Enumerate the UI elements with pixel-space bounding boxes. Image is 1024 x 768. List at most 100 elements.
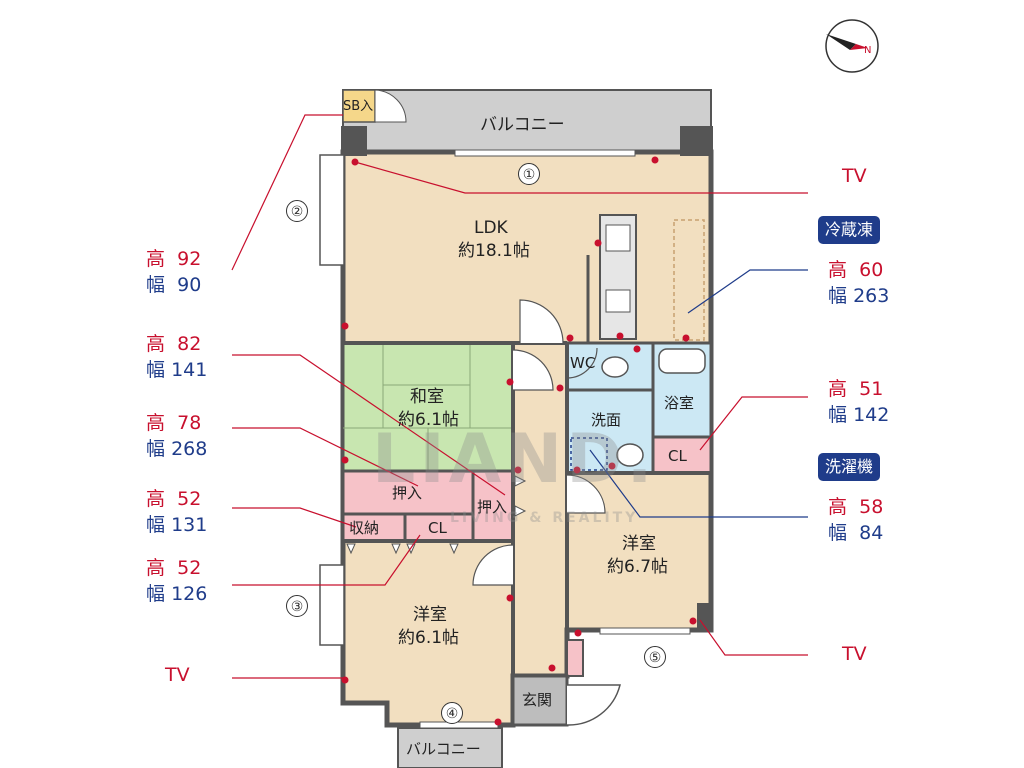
measure-4: 高 52 幅 131 <box>146 484 207 536</box>
width-value: 131 <box>171 514 208 536</box>
compass-icon <box>825 19 879 73</box>
ldk-size: 約18.1帖 <box>458 241 530 261</box>
window-right-bedroom <box>599 627 691 635</box>
door-bedroom-right <box>566 474 606 514</box>
width-label: 幅 <box>828 522 848 544</box>
height-value: 82 <box>177 333 202 355</box>
height-value: 92 <box>177 248 202 270</box>
wall-block <box>341 126 367 156</box>
ldk-name: LDK <box>474 218 508 238</box>
window-bottom <box>419 721 499 729</box>
tv-label-3: TV <box>842 643 867 665</box>
washitsu-name: 和室 <box>410 387 444 407</box>
measure-2: 高 82 幅 141 <box>146 329 207 381</box>
cl-right-label: CL <box>668 447 687 465</box>
closet-triangles <box>346 475 527 555</box>
height-label: 高 <box>146 248 166 270</box>
width-value: 84 <box>859 522 884 544</box>
width-label: 幅 <box>146 514 166 536</box>
measure-washer: 高 58 幅 84 <box>828 492 883 544</box>
yoshitsu-left-size: 約6.1帖 <box>398 628 460 648</box>
window-top <box>454 149 636 157</box>
height-label: 高 <box>828 496 848 518</box>
door-ldk <box>519 299 564 344</box>
marker-4: ④ <box>441 702 463 724</box>
bathroom-label: 浴室 <box>664 394 695 412</box>
height-value: 78 <box>177 412 202 434</box>
yoshitsu-right-name: 洋室 <box>622 534 656 554</box>
height-value: 58 <box>859 496 884 518</box>
fridge-badge: 冷蔵凍 <box>818 216 881 244</box>
oshiire2-label: 押入 <box>477 498 508 516</box>
door-wc <box>566 347 598 379</box>
marker-1: ① <box>518 163 540 185</box>
width-label: 幅 <box>828 404 848 426</box>
cl-left <box>403 512 475 543</box>
window-left-bedroom <box>319 564 345 646</box>
balcony-bottom-label: バルコニー <box>406 740 481 758</box>
stove <box>605 224 631 252</box>
height-label: 高 <box>146 412 166 434</box>
shuno-label: 収納 <box>349 519 380 537</box>
measure-3: 高 78 幅 268 <box>146 408 207 460</box>
sb-label: SB入 <box>343 99 374 114</box>
oshiire-2 <box>471 469 515 543</box>
fridge-space <box>673 219 705 341</box>
kitchen-sink <box>605 289 631 313</box>
bathtub <box>658 348 706 374</box>
yoshitsu-right-size: 約6.7帖 <box>607 557 669 577</box>
watermark-brand: LIAND. <box>372 420 657 499</box>
washer-pan <box>570 437 608 471</box>
measure-1: 高 92 幅 90 <box>146 244 201 296</box>
window-left-ldk <box>319 154 345 266</box>
entrance-door <box>566 684 621 726</box>
width-value: 268 <box>171 438 208 460</box>
height-label: 高 <box>828 259 848 281</box>
door-bedroom-left <box>472 544 514 586</box>
genkan-label: 玄関 <box>522 691 553 709</box>
tv-label-1: TV <box>842 165 867 187</box>
height-value: 52 <box>177 557 202 579</box>
leader-lines <box>231 114 808 679</box>
oshiire1-label: 押入 <box>392 484 423 502</box>
marker-5: ⑤ <box>644 646 666 668</box>
measure-5: 高 52 幅 126 <box>146 553 207 605</box>
width-value: 263 <box>853 285 890 307</box>
height-value: 52 <box>177 488 202 510</box>
door-arc-sb <box>374 89 407 123</box>
width-value: 126 <box>171 583 208 605</box>
yoshitsu-left-name: 洋室 <box>413 605 447 625</box>
cl-left-label: CL <box>428 519 447 537</box>
wall-block <box>680 126 713 156</box>
wc-label: WC <box>570 354 596 372</box>
balcony-bottom <box>397 727 503 768</box>
width-value: 141 <box>171 359 208 381</box>
width-label: 幅 <box>146 359 166 381</box>
compass-n-label: N <box>864 45 872 56</box>
width-label: 幅 <box>146 583 166 605</box>
shuno <box>341 512 407 543</box>
height-label: 高 <box>146 333 166 355</box>
outlet-dots <box>341 156 697 726</box>
tv-label-2: TV <box>165 664 190 686</box>
width-label: 幅 <box>146 438 166 460</box>
door-washitsu <box>512 349 554 391</box>
genkan-closet <box>566 639 584 677</box>
width-label: 幅 <box>828 285 848 307</box>
height-label: 高 <box>146 488 166 510</box>
measure-right: 高 51 幅 142 <box>828 374 889 426</box>
sb-box <box>342 89 376 123</box>
height-label: 高 <box>146 557 166 579</box>
measure-fridge: 高 60 幅 263 <box>828 255 889 307</box>
sink <box>616 443 644 467</box>
height-value: 60 <box>859 259 884 281</box>
height-label: 高 <box>828 378 848 400</box>
wall-block <box>697 603 712 631</box>
balcony-top-label: バルコニー <box>480 115 565 135</box>
marker-3: ③ <box>286 595 308 617</box>
marker-2: ② <box>286 200 308 222</box>
width-value: 90 <box>177 274 202 296</box>
toilet <box>601 356 629 378</box>
height-value: 51 <box>859 378 884 400</box>
